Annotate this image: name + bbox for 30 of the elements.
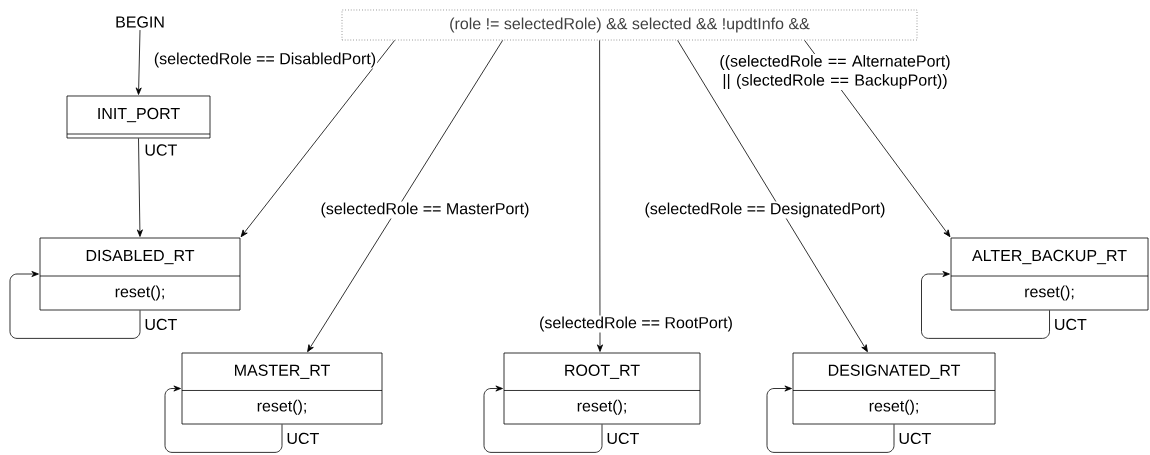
condition-box: (role != selectedRole) && selected && !updtInfo && bbox=[341, 9, 918, 41]
arrow bbox=[597, 40, 603, 352]
state-box: ALTER_BACKUP_RT reset(); bbox=[950, 237, 1149, 311]
arrow bbox=[240, 40, 395, 238]
edge-label: UCT bbox=[143, 317, 179, 332]
edge-label: (selectedRole == RootPort) bbox=[538, 315, 734, 333]
arrow bbox=[136, 138, 143, 237]
self-loop-arrow bbox=[9, 271, 141, 339]
self-loop-arrow bbox=[766, 385, 895, 453]
arrow bbox=[677, 40, 868, 353]
self-loop-arrow bbox=[164, 385, 283, 453]
arrow bbox=[307, 40, 503, 353]
edge-label: (selectedRole == MasterPort) bbox=[319, 201, 531, 219]
start-label: BEGIN bbox=[116, 16, 164, 28]
state-box: ROOT_RT reset(); bbox=[503, 352, 701, 425]
state-box: DESIGNATED_RT reset(); bbox=[792, 352, 996, 425]
edge-label: ((selectedRole == AlternatePort) || (slectedRole == BackupPort)) bbox=[709, 54, 961, 90]
edge-label: (selectedRole == DesignatedPort) bbox=[643, 201, 887, 219]
state-box: DISABLED_RT reset(); bbox=[39, 237, 241, 311]
edge-label: (selectedRole == DisabledPort) bbox=[152, 51, 378, 69]
self-loop-arrow bbox=[483, 385, 603, 453]
edge-label: UCT bbox=[285, 431, 321, 446]
state-box: MASTER_RT reset(); bbox=[181, 352, 383, 425]
arrow bbox=[135, 29, 142, 95]
edge-label: UCT bbox=[897, 431, 933, 446]
self-loop-arrow bbox=[921, 271, 1050, 339]
edge-label: UCT bbox=[143, 143, 179, 157]
state-box: INIT_PORT bbox=[66, 95, 211, 139]
edge-label: UCT bbox=[605, 431, 641, 446]
edge-label: UCT bbox=[1052, 317, 1088, 332]
